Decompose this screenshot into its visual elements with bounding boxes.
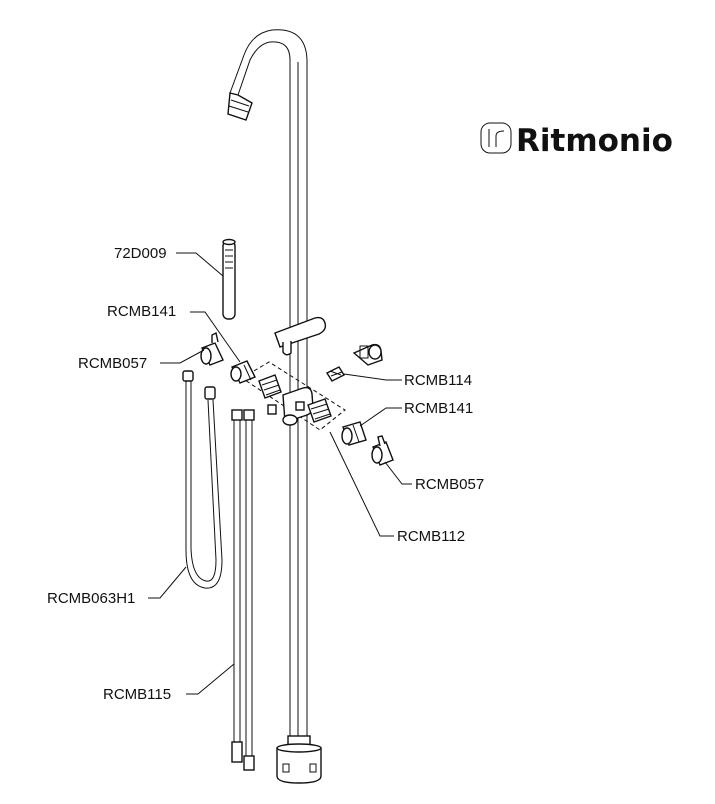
- label-rcmb114: RCMB114: [404, 372, 472, 389]
- label-rcmb057-left: RCMB057: [78, 355, 147, 372]
- column-base: [276, 735, 322, 784]
- label-rcmb063h1: RCMB063H1: [47, 590, 135, 607]
- supply-pipes: [231, 409, 255, 771]
- label-rcmb057-right: RCMB057: [415, 476, 484, 493]
- brand-name: Ritmonio: [516, 123, 673, 159]
- cartridge-right-inner: [307, 398, 332, 423]
- mixer-body-group: [241, 361, 346, 431]
- part-labels: 72D009 RCMB141 RCMB057 RCMB063H1 RCMB115…: [47, 245, 484, 703]
- ritmonio-mark-icon: [480, 122, 512, 154]
- cartridge-right: [341, 421, 367, 446]
- label-rcmb115: RCMB115: [103, 686, 171, 703]
- nozzle-part: [325, 366, 346, 382]
- elbow-connector: [352, 343, 383, 366]
- cartridge-left-inner: [258, 374, 282, 399]
- handle-left: [200, 331, 224, 366]
- brand-logo: Ritmonio: [480, 122, 673, 159]
- cartridge-left: [230, 360, 256, 384]
- label-rcmb141-left: RCMB141: [107, 303, 176, 320]
- spout-head: [227, 92, 253, 121]
- handle-right: [371, 435, 394, 466]
- leader-lines: [148, 252, 412, 695]
- label-rcmb141-right: RCMB141: [404, 400, 473, 417]
- shower-column: [227, 29, 322, 784]
- hand-shower: [222, 238, 236, 320]
- label-72d009: 72D009: [114, 245, 167, 262]
- label-rcmb112: RCMB112: [397, 528, 465, 545]
- shower-holder: [274, 316, 327, 356]
- flexible-hose: [182, 370, 223, 589]
